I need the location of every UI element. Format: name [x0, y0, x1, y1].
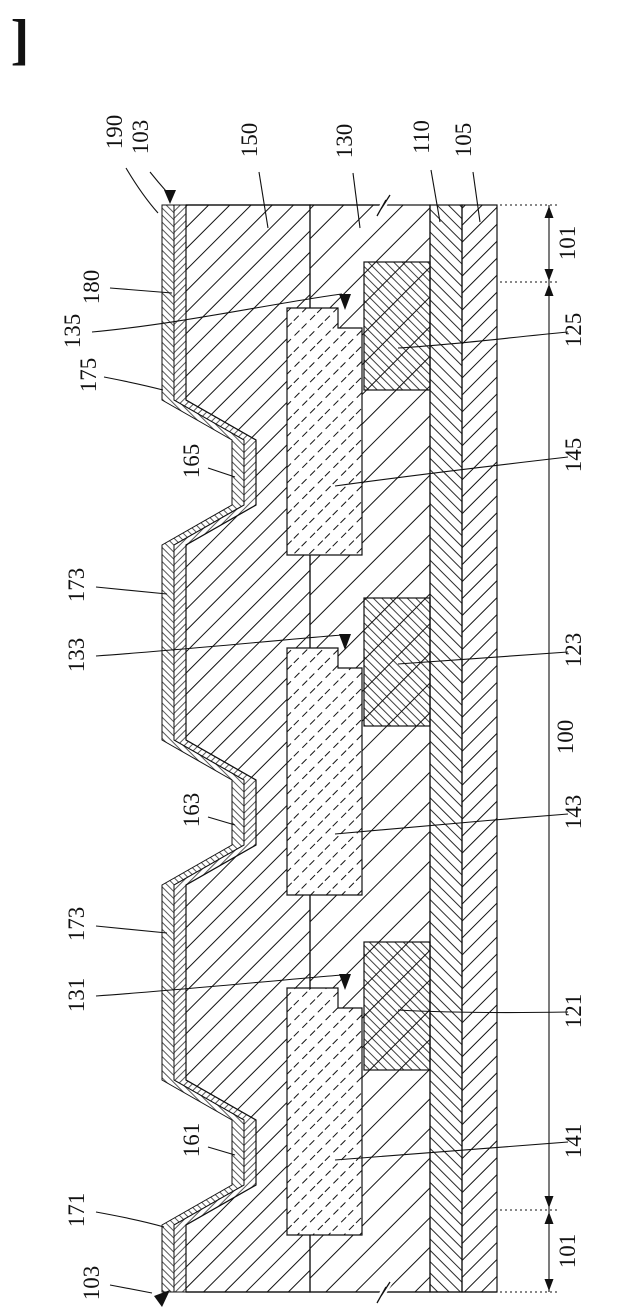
- ref-label-161: 161: [179, 1123, 204, 1158]
- ref-label-133: 133: [64, 638, 89, 673]
- ref-label-125: 125: [561, 313, 586, 348]
- ref-label-150: 150: [237, 123, 262, 158]
- leader-161: [207, 1146, 236, 1156]
- leader-103-bottom: [109, 1284, 153, 1294]
- dim-label-101-bottom: 101: [555, 1234, 580, 1269]
- reference-numerals: 190 103 150 130 110 105 180 135 175 165 …: [60, 115, 586, 1301]
- leader-105: [472, 171, 481, 223]
- leader-133: [95, 634, 343, 657]
- top-break-mark: [376, 194, 391, 217]
- dim-arrow-101bot-b: [544, 1279, 554, 1291]
- leader-171: [95, 1211, 165, 1228]
- leader-173a: [95, 586, 168, 595]
- leader-135: [91, 293, 343, 333]
- leader-190: [125, 167, 159, 214]
- dim-arrow-100-b: [544, 1196, 554, 1208]
- leader-145: [334, 456, 569, 487]
- leader-125: [397, 331, 569, 349]
- leader-123: [397, 651, 569, 665]
- ref-label-175: 175: [76, 358, 101, 393]
- leader-150: [258, 171, 269, 229]
- leader-141: [334, 1141, 569, 1161]
- ref-label-135: 135: [60, 314, 85, 349]
- dim-arrow-101bot-a: [544, 1212, 554, 1224]
- ref-label-171: 171: [64, 1193, 89, 1228]
- pointer-arrow-103-bottom: [154, 1290, 170, 1307]
- layer-105-region: [461, 204, 498, 1293]
- bottom-break-mark: [376, 1281, 391, 1304]
- leader-143: [334, 813, 569, 835]
- contact-arrow-131: [339, 974, 351, 990]
- dimension-lines: [500, 204, 560, 1293]
- leader-165: [207, 467, 236, 478]
- ref-label-105: 105: [451, 123, 476, 158]
- dim-label-101-top: 101: [555, 226, 580, 261]
- leader-175: [103, 376, 164, 391]
- leader-130: [352, 172, 361, 229]
- leader-163: [207, 816, 236, 826]
- ref-label-143: 143: [561, 795, 586, 830]
- pointer-arrow-103-top: [164, 190, 176, 204]
- ref-label-103-bottom: 103: [79, 1266, 104, 1301]
- dim-arrow-100-a: [544, 284, 554, 296]
- figure-tag-bracket: ]: [11, 9, 30, 71]
- ref-label-131: 131: [64, 978, 89, 1013]
- leader-173b: [95, 925, 168, 934]
- dim-arrow-101top-b: [544, 269, 554, 281]
- leader-180: [109, 287, 173, 294]
- leader-103-top: [149, 171, 167, 192]
- ref-label-110: 110: [409, 120, 434, 154]
- ref-label-121: 121: [561, 994, 586, 1029]
- active-145: [286, 307, 363, 556]
- layer-110-region: [429, 204, 463, 1293]
- ref-label-173a: 173: [64, 568, 89, 603]
- leader-lines: [91, 167, 569, 1294]
- leader-121: [397, 1009, 569, 1014]
- active-141: [286, 987, 363, 1236]
- ref-label-145: 145: [561, 438, 586, 473]
- ref-label-190: 190: [102, 115, 127, 150]
- ref-label-130: 130: [332, 124, 357, 159]
- contact-arrow-135: [339, 294, 351, 310]
- electrode-121: [363, 941, 431, 1071]
- dim-arrow-101top-a: [544, 206, 554, 218]
- active-143: [286, 647, 363, 896]
- ref-label-103-top: 103: [128, 120, 153, 155]
- ref-label-141: 141: [561, 1124, 586, 1159]
- ref-label-165: 165: [179, 444, 204, 479]
- leader-110: [430, 169, 441, 223]
- electrode-125: [363, 261, 431, 391]
- ref-label-123: 123: [561, 633, 586, 668]
- leader-131: [95, 974, 343, 997]
- ref-label-173b: 173: [64, 907, 89, 942]
- ref-label-163: 163: [179, 793, 204, 828]
- dim-label-100: 100: [553, 720, 578, 755]
- ref-label-180: 180: [79, 270, 104, 305]
- contact-arrow-133: [339, 634, 351, 650]
